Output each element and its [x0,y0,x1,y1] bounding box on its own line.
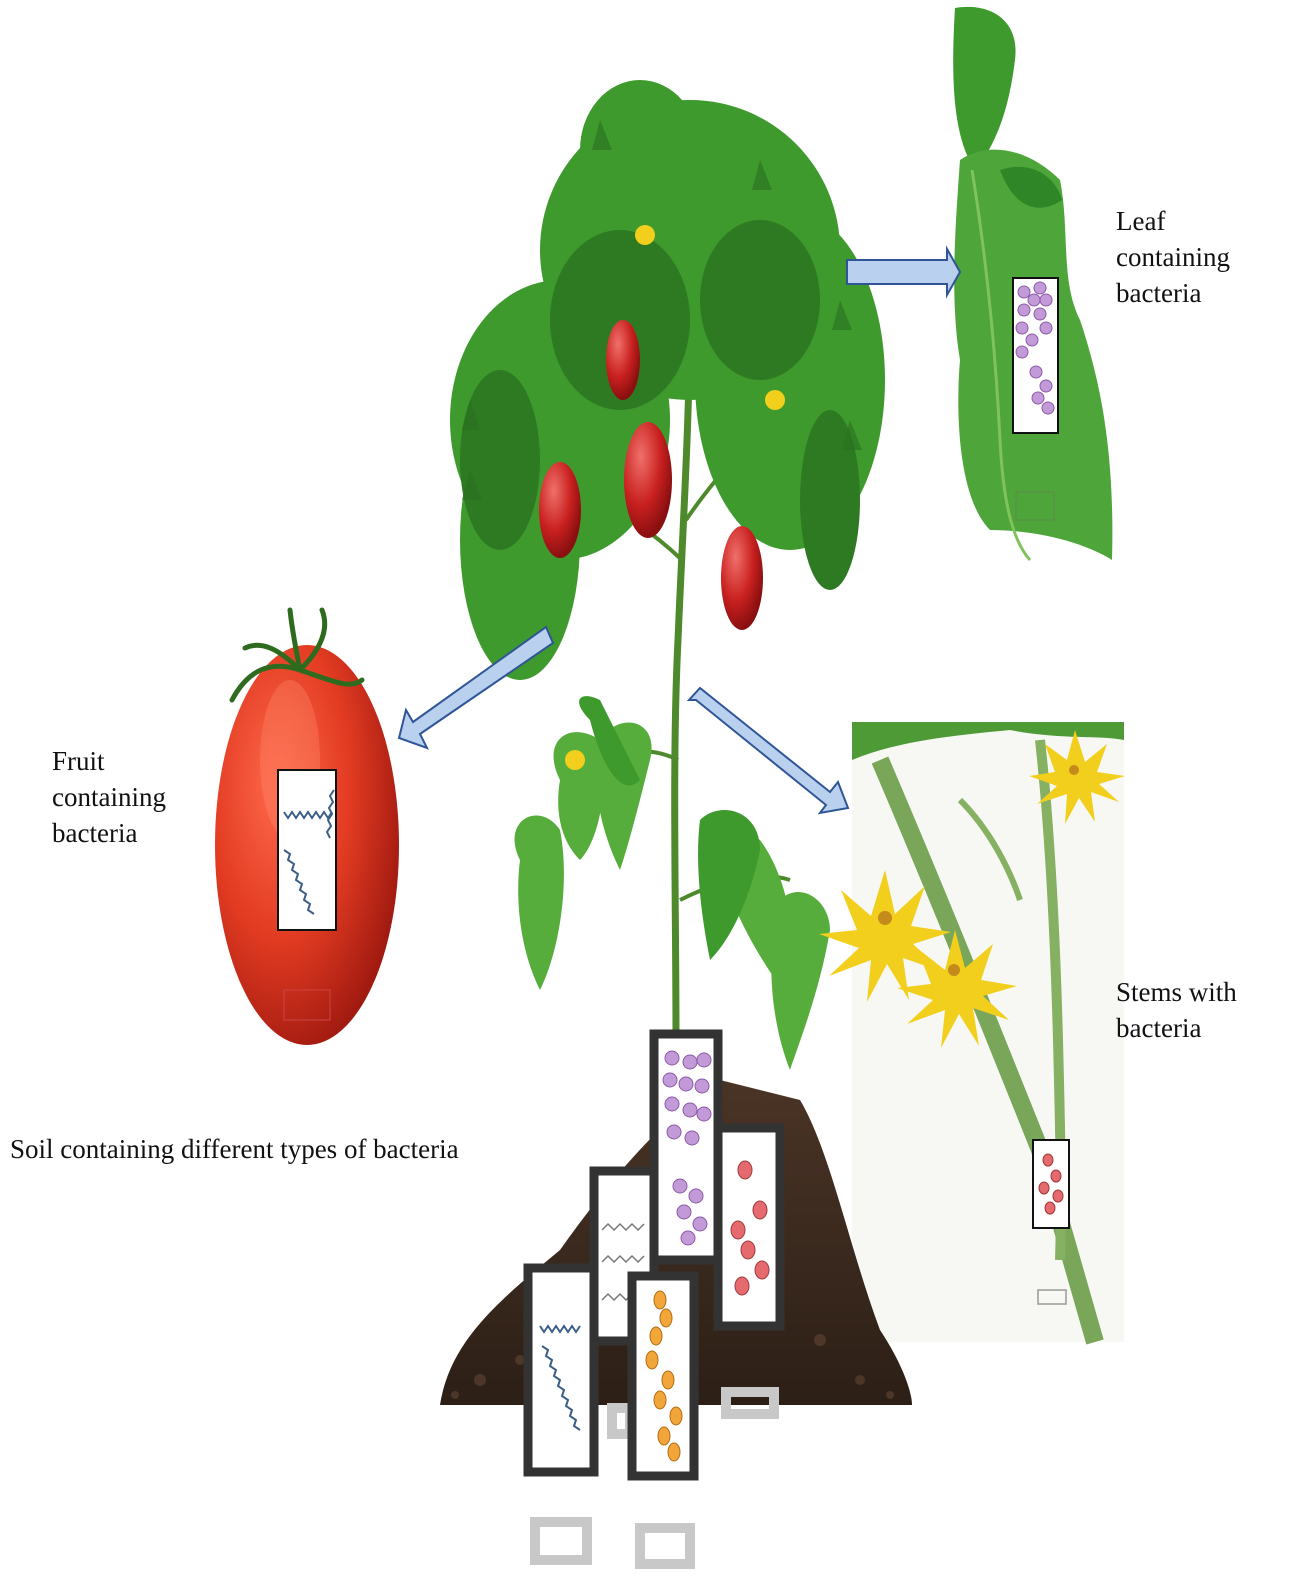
leaf-label-line-1: Leaf [1116,203,1230,239]
fruit-label-line-2: containing [52,779,166,815]
leaf-label-line-3: bacteria [1116,275,1230,311]
stems-label-line-2: bacteria [1116,1010,1237,1046]
tomato-plant [450,80,885,1070]
fruit-label-line-1: Fruit [52,743,166,779]
fruit-inset [215,610,399,1045]
arrow-down-left-icon [399,627,553,748]
leaf-label: Leaf containing bacteria [1116,203,1230,311]
stems-label: Stems with bacteria [1116,974,1237,1046]
fruit-label: Fruit containing bacteria [52,743,166,851]
arrow-down-right-icon [689,688,848,813]
stem-inset [819,722,1125,1342]
soil-label: Soil containing different types of bacte… [10,1131,459,1167]
leaf-label-line-2: containing [1116,239,1230,275]
stems-label-line-1: Stems with [1116,974,1237,1010]
fruit-label-line-3: bacteria [52,815,166,851]
soil-label-text: Soil containing different types of bacte… [10,1131,459,1167]
leaf-inset [953,7,1112,560]
